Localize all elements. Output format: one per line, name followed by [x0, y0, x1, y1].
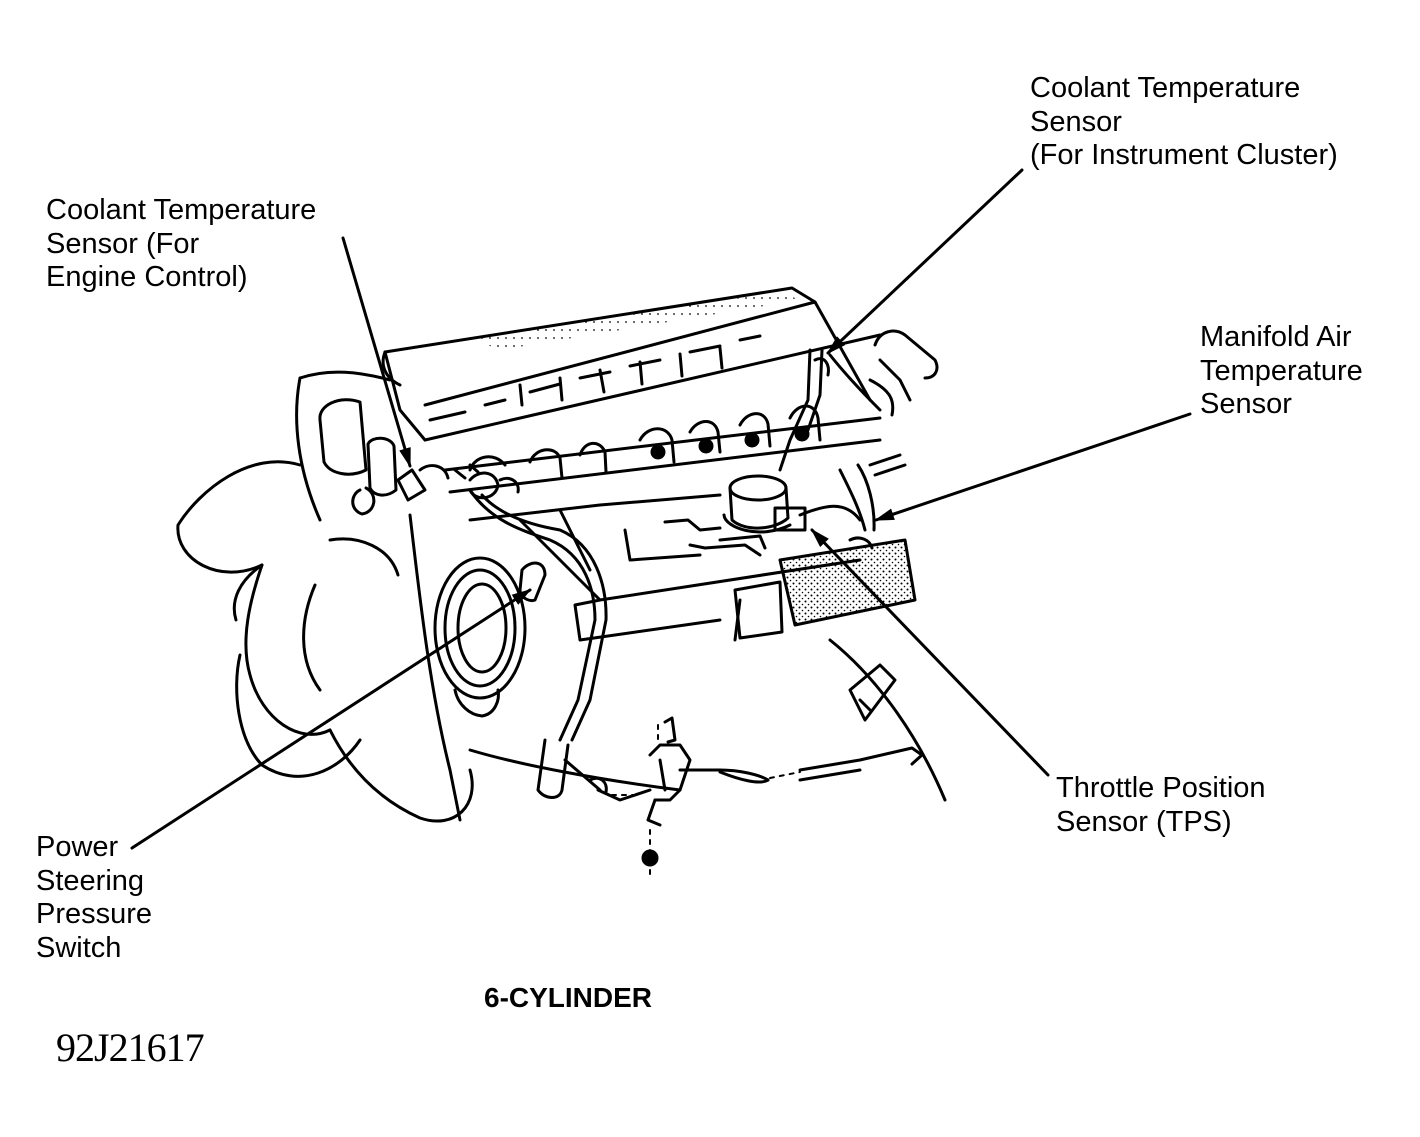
engine-side	[828, 638, 947, 802]
label-line: Throttle Position	[1056, 772, 1266, 804]
throttle-housing	[733, 536, 917, 642]
label-line: Sensor	[1200, 388, 1292, 420]
label-line: (For Instrument Cluster)	[1030, 139, 1338, 171]
coolant-sensor-engine	[396, 463, 480, 502]
callout-lines	[130, 168, 1192, 850]
figure-code: 92J21617	[56, 1025, 205, 1070]
label-line: Engine Control)	[46, 261, 248, 293]
intake-manifold	[468, 493, 862, 642]
sensor-harness	[778, 329, 939, 532]
label-coolant-temperature-sensor-instrument-cluster: Coolant Temperature Sensor (For Instrume…	[1030, 72, 1338, 173]
label-power-steering-pressure-switch: Power Steering Pressure Switch	[36, 831, 152, 965]
crank-pulley	[433, 556, 527, 718]
valve-cover	[381, 286, 882, 442]
label-line: Sensor	[1030, 105, 1122, 138]
throttle-body	[722, 474, 862, 534]
label-line: Coolant Temperature	[1030, 72, 1301, 104]
figure-caption: 6-CYLINDER	[484, 982, 653, 1013]
cooling-fan	[176, 460, 474, 823]
label-line: Switch	[36, 931, 122, 964]
label-throttle-position-sensor: Throttle Position Sensor (TPS)	[1056, 772, 1266, 839]
label-coolant-temperature-sensor-engine-control: Coolant Temperature Sensor (For Engine C…	[46, 194, 316, 295]
label-manifold-air-temperature-sensor: Manifold Air Temperature Sensor	[1200, 321, 1363, 422]
label-line: Temperature	[1200, 354, 1363, 387]
throttle-linkage	[563, 716, 924, 881]
power-steering-hose	[468, 488, 608, 799]
label-line: Steering	[36, 864, 145, 897]
label-line: Sensor (TPS)	[1056, 805, 1232, 838]
label-line: Pressure	[36, 898, 153, 930]
label-line: Power	[36, 831, 119, 863]
label-line: Sensor (For	[46, 227, 200, 260]
label-line: Manifold Air	[1200, 321, 1352, 353]
label-line: Coolant Temperature	[46, 194, 317, 226]
